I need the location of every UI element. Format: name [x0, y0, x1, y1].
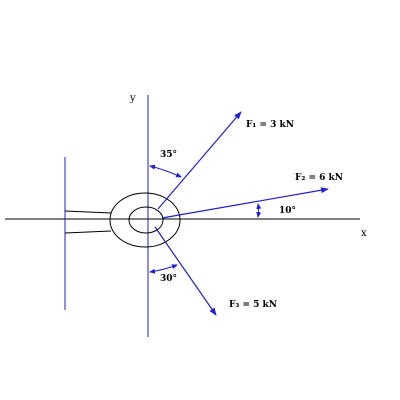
angle-arc-f2 — [256, 203, 262, 218]
force-f3-arrow — [154, 226, 217, 316]
angle-arc-f1 — [149, 164, 182, 178]
bracket-arm-upper — [64, 210, 112, 214]
angle-arc-f3 — [149, 264, 178, 274]
angle-label-f3: 30° — [160, 274, 177, 284]
force-f3-label: F₃ = 5 kN — [229, 300, 277, 310]
angle-label-f1: 35° — [160, 150, 177, 160]
y-axis-label: y — [129, 93, 136, 104]
force-f2-label: F₂ = 6 kN — [295, 173, 343, 183]
x-axis-label: x — [361, 228, 367, 239]
bracket-arm-lower — [64, 230, 112, 234]
inner-ring — [128, 206, 164, 234]
force-f1-label: F₁ = 3 kN — [246, 120, 294, 130]
force-f2-arrow — [161, 187, 329, 219]
angle-label-f2: 10° — [279, 206, 296, 216]
force-f1-arrow — [157, 111, 242, 210]
outer-ring — [109, 192, 181, 248]
